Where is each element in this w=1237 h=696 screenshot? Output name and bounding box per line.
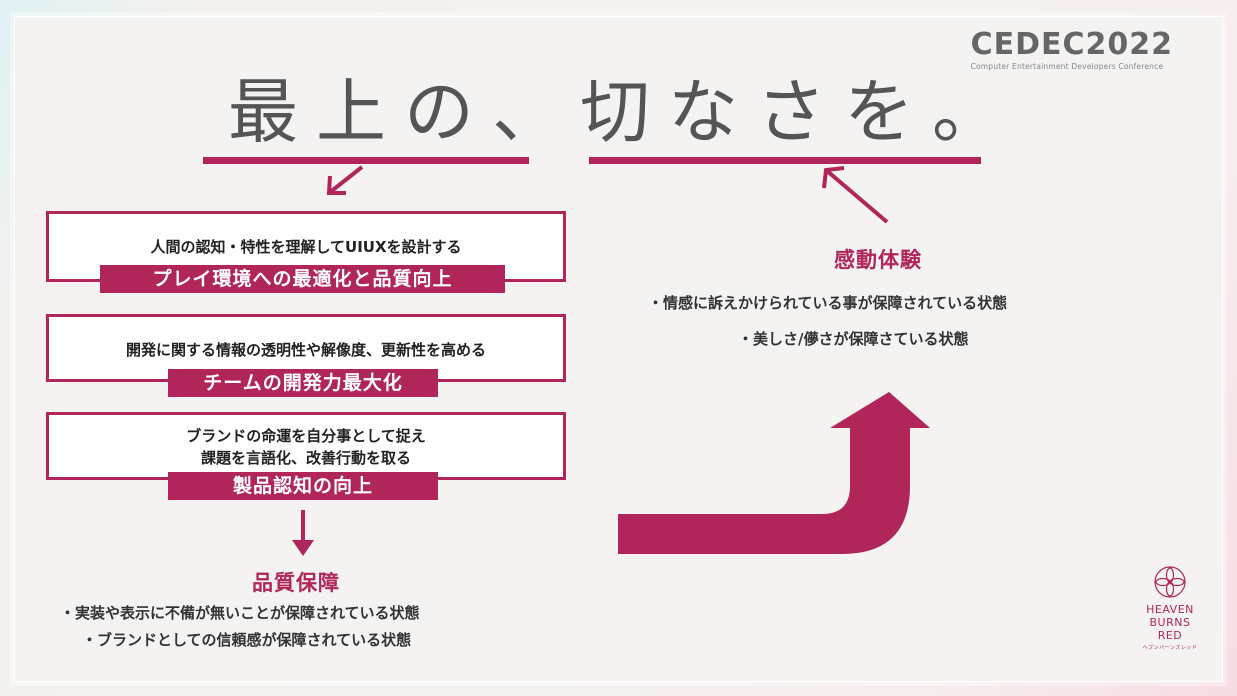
- flow-box-1-text: 人間の認知・特性を理解してUIUXを設計する: [150, 238, 462, 256]
- headline-underline-right: [589, 157, 981, 164]
- heaven-burns-red-logo: HEAVEN BURNS RED ヘブンバーンズレッド: [1140, 564, 1200, 655]
- flow-box-3-text-line1: ブランドの命運を自分事として捉え: [186, 427, 426, 445]
- quality-title: 品質保障: [252, 571, 340, 595]
- cedec-logo: CEDEC2022 Computer Entertainment Develop…: [970, 27, 1173, 72]
- flow-box-1-tag: プレイ環境への最適化と品質向上: [100, 265, 505, 293]
- game-logo-subtitle: ヘブンバーンズレッド: [1142, 645, 1198, 651]
- flow-box-2-text: 開発に関する情報の透明性や解像度、更新性を高める: [125, 341, 486, 359]
- flow-box-3-tag: 製品認知の向上: [168, 472, 438, 500]
- arrow-up-right-head: [822, 166, 845, 189]
- arrow-down-left-head: [326, 175, 346, 195]
- flower-emblem-icon: [1154, 566, 1186, 598]
- arrow-up-right: [824, 168, 889, 224]
- arrow-down-left: [327, 165, 364, 195]
- cedec-logo-subtitle: Computer Entertainment Developers Confer…: [970, 62, 1164, 71]
- headline-underline-left: [203, 157, 529, 164]
- arrow-down-quality-head: [292, 540, 314, 556]
- slide-headline: 最上の、切なさを。: [228, 71, 1020, 153]
- game-logo-line2: BURNS: [1149, 616, 1191, 629]
- flow-box-3: ブランドの命運を自分事として捉え 課題を言語化、改善行動を取る: [46, 412, 566, 480]
- cedec-logo-title: CEDEC2022: [970, 27, 1173, 62]
- emotion-title: 感動体験: [834, 248, 922, 272]
- emotion-bullet-1: ・情感に訴えかけられている事が保障されている状態: [648, 294, 1008, 312]
- game-logo-line3: RED: [1157, 629, 1183, 642]
- flow-box-2: 開発に関する情報の透明性や解像度、更新性を高める: [46, 314, 566, 382]
- quality-bullet-1: ・実装や表示に不備が無いことが保障されている状態: [60, 604, 420, 622]
- emotion-bullet-2: ・美しさ/儚さが保障さている状態: [738, 330, 969, 348]
- quality-bullet-2: ・ブランドとしての信頼感が保障されている状態: [82, 631, 412, 649]
- game-logo-line1: HEAVEN: [1146, 603, 1194, 616]
- flow-box-2-tag: チームの開発力最大化: [168, 369, 438, 397]
- big-curved-arrow: [618, 392, 930, 554]
- flow-box-3-text-line2: 課題を言語化、改善行動を取る: [200, 449, 411, 467]
